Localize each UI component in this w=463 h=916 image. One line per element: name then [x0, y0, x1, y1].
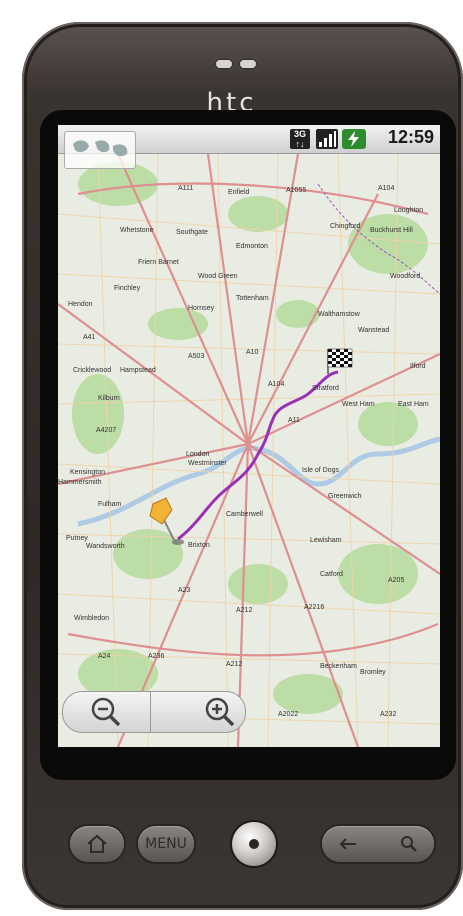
- map-label: Kensington: [70, 469, 105, 476]
- map-label: Tottenham: [236, 295, 269, 302]
- map-label: Chingford: [330, 223, 360, 230]
- map-label: Hendon: [68, 301, 93, 308]
- map-label: Ilford: [410, 363, 426, 370]
- map-label: Southgate: [176, 229, 208, 236]
- network-3g-icon: 3G↑↓: [290, 129, 310, 149]
- home-button[interactable]: [70, 826, 124, 862]
- map-label: Isle of Dogs: [302, 467, 339, 474]
- zoom-in-icon: [205, 697, 235, 727]
- map-label: A212: [236, 607, 252, 614]
- map-label: Wandsworth: [86, 543, 125, 550]
- speaker-grille: [214, 58, 258, 70]
- zoom-out-icon: [92, 697, 121, 727]
- map-label: West Ham: [342, 401, 375, 408]
- map-label: A236: [148, 653, 164, 660]
- map-label: A232: [380, 711, 396, 718]
- map-label: Hammersmith: [58, 479, 102, 486]
- map-label: A212: [226, 661, 242, 668]
- start-pin-icon[interactable]: [149, 497, 184, 545]
- map-label: A1055: [286, 187, 306, 194]
- search-icon[interactable]: [400, 835, 418, 853]
- map-label: Lewisham: [310, 537, 342, 544]
- map-label: A503: [188, 353, 204, 360]
- map-label: A2216: [304, 604, 324, 611]
- map-label: Hampstead: [120, 367, 156, 374]
- battery-charging-icon: [342, 129, 366, 149]
- map-label: Friern Barnet: [138, 259, 179, 266]
- back-icon[interactable]: [338, 837, 358, 851]
- back-search-rocker: [322, 826, 434, 862]
- map-label: A10: [246, 349, 259, 356]
- map-label: Westminster: [188, 460, 227, 467]
- map-label: Kilburn: [98, 395, 120, 402]
- map-label: A41: [83, 334, 96, 341]
- map-label: A2022: [278, 711, 298, 718]
- map-label: A4207: [96, 427, 116, 434]
- map-label: Wood Green: [198, 273, 238, 280]
- map-label: A23: [178, 587, 191, 594]
- map-label: Camberwell: [226, 511, 263, 518]
- map-overview-thumbnail[interactable]: [64, 131, 136, 169]
- map-label: Catford: [320, 571, 343, 578]
- map-label: Cricklewood: [73, 367, 111, 374]
- map-label: East Ham: [398, 401, 429, 408]
- map-label: Loughton: [394, 207, 423, 214]
- signal-icon: [316, 129, 338, 149]
- map-label: A24: [98, 653, 111, 660]
- menu-button[interactable]: MENU: [138, 826, 194, 862]
- optical-trackpad[interactable]: [232, 822, 276, 866]
- map-label: Putney: [66, 535, 88, 542]
- map-label: Fulham: [98, 501, 122, 508]
- map-label: A104: [378, 185, 394, 192]
- status-time: 12:59: [387, 127, 434, 147]
- map-label: Walthamstow: [318, 311, 361, 318]
- map-label: Finchley: [114, 285, 141, 292]
- map-label: Stratford: [312, 385, 339, 392]
- map-label: A205: [388, 577, 404, 584]
- map-label: Enfield: [228, 189, 250, 196]
- zoom-in-button[interactable]: [151, 692, 246, 732]
- map-label: A11: [288, 417, 300, 424]
- zoom-out-button[interactable]: [63, 692, 151, 732]
- world-map-icon: [73, 140, 128, 157]
- map-label: Brixton: [188, 542, 210, 549]
- map-label: Hornsey: [188, 305, 215, 312]
- menu-label: MENU: [145, 836, 187, 852]
- map-label: Wanstead: [358, 327, 389, 334]
- map-label: Wimbledon: [74, 615, 109, 622]
- home-icon: [87, 834, 107, 853]
- map-label: A104: [268, 381, 284, 388]
- map-label: Greenwich: [328, 493, 362, 500]
- map-label: Buckhurst Hill: [370, 227, 413, 234]
- finish-flag-icon[interactable]: [327, 348, 353, 374]
- map-label: Bromley: [360, 669, 386, 676]
- map-label: Edmonton: [236, 243, 268, 250]
- map-label: A111: [178, 185, 193, 192]
- device-screen: 3G↑↓ 12:59: [58, 125, 440, 747]
- zoom-controls: [62, 691, 246, 733]
- map-label: Beckenham: [320, 663, 357, 670]
- map-label: Woodford: [390, 273, 420, 280]
- map-label: Whetstone: [120, 227, 154, 234]
- map-label: London: [186, 451, 209, 458]
